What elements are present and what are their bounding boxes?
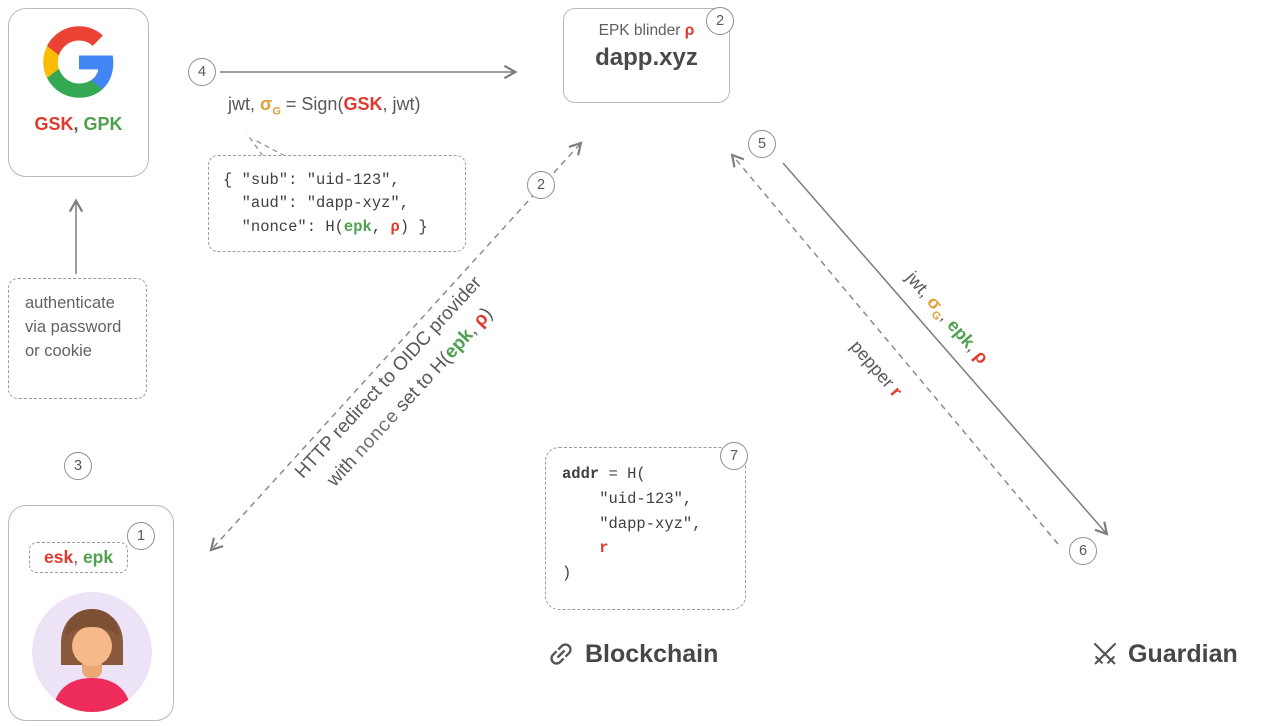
epk-text: epk bbox=[343, 217, 372, 236]
arrow-dapp-to-guardian bbox=[782, 162, 1109, 536]
step-badge-1: 1 bbox=[127, 522, 155, 550]
addr-open-line: addr = H( bbox=[562, 465, 646, 483]
step-badge-3: 3 bbox=[64, 452, 92, 480]
jwt-sub-claim: { "sub": "uid-123", bbox=[223, 171, 400, 189]
sign-equation: jwt, σG = Sign(GSK, jwt) bbox=[228, 94, 421, 118]
addr-derivation-box: addr = H( "uid-123", "dapp-xyz", r ) bbox=[545, 447, 746, 610]
separator-text: , bbox=[73, 114, 84, 134]
gpk-text: GPK bbox=[83, 114, 123, 134]
jwt-nonce-claim: "nonce": H(epk, ρ) } bbox=[223, 217, 428, 236]
speech-bubble-tail bbox=[246, 133, 286, 157]
rho-text: ρ bbox=[684, 22, 695, 39]
step-badge-6: 6 bbox=[1069, 537, 1097, 565]
step-badge-5: 5 bbox=[748, 130, 776, 158]
step-badge-4: 4 bbox=[188, 58, 216, 86]
google-logo bbox=[42, 26, 113, 98]
user-box: esk, epk bbox=[8, 505, 174, 721]
gsk-arg-text: GSK bbox=[343, 94, 383, 114]
oidc-provider-box: GSK, GPK bbox=[8, 8, 149, 177]
step-badge-2-dapp: 2 bbox=[706, 7, 734, 35]
step-badge-2-redirect: 2 bbox=[527, 171, 555, 199]
guardian-label: Guardian bbox=[1128, 639, 1238, 668]
rho-text: ρ bbox=[390, 217, 400, 236]
jwt-text: jwt, bbox=[228, 94, 261, 114]
jwt-aud-claim: "aud": "dapp-xyz", bbox=[223, 194, 410, 213]
jwt-payload-bubble: { "sub": "uid-123", "aud": "dapp-xyz", "… bbox=[208, 155, 466, 252]
addr-arg-r: r bbox=[562, 536, 729, 561]
arrow-guardian-to-dapp bbox=[730, 153, 1059, 545]
addr-text: addr bbox=[562, 465, 600, 483]
step-badge-7: 7 bbox=[720, 442, 748, 470]
blockchain-label: Blockchain bbox=[585, 639, 719, 668]
sigma-g-text: σG bbox=[260, 94, 281, 118]
epk-blinder-text: EPK blinder bbox=[598, 22, 681, 39]
guardian-entity: Guardian bbox=[1090, 639, 1238, 669]
equals-sign-text: = Sign( bbox=[280, 94, 344, 114]
chain-link-icon bbox=[550, 643, 572, 665]
auth-note-box: authenticate via password or cookie bbox=[8, 278, 147, 399]
r-text: r bbox=[599, 539, 609, 558]
esk-text: esk bbox=[44, 547, 74, 567]
addr-arg-dapp: "dapp-xyz", bbox=[562, 514, 702, 533]
gsk-text: GSK bbox=[34, 114, 74, 134]
avatar bbox=[32, 592, 152, 712]
epk-text: epk bbox=[82, 547, 114, 567]
blockchain-entity: Blockchain bbox=[546, 639, 718, 669]
google-keys-label: GSK, GPK bbox=[9, 114, 148, 135]
crossed-swords-icon bbox=[1093, 642, 1117, 665]
dapp-name: dapp.xyz bbox=[595, 44, 698, 71]
addr-close-line: ) bbox=[562, 564, 572, 583]
arrow-redirect bbox=[209, 141, 583, 552]
addr-arg-uid: "uid-123", bbox=[562, 489, 693, 508]
jwt-arg-text: , jwt) bbox=[382, 94, 421, 114]
user-keys: esk, epk bbox=[29, 542, 129, 573]
epk-blinder-label: EPK blinder ρ bbox=[564, 22, 729, 40]
dapp-box: EPK blinder ρ dapp.xyz bbox=[563, 8, 730, 103]
